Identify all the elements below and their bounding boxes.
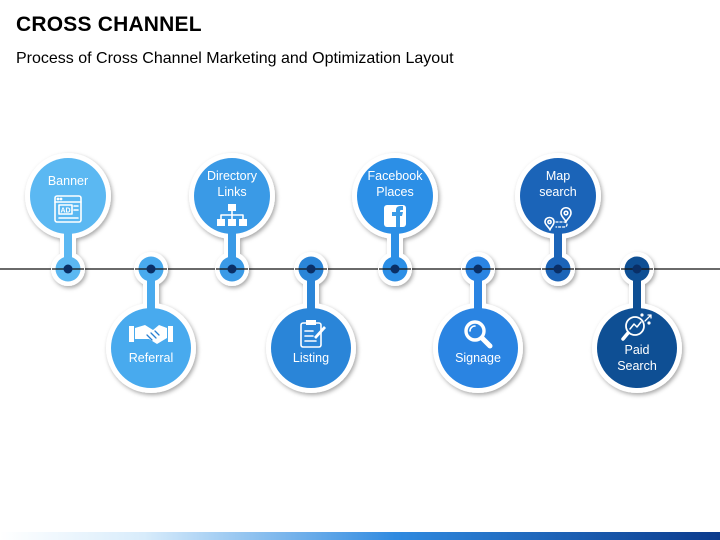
timeline-node — [63, 264, 73, 274]
timeline-node — [390, 264, 400, 274]
timeline-node — [227, 264, 237, 274]
bottom-accent-bar — [0, 532, 720, 540]
step-label: Listing — [293, 351, 329, 365]
analytics-search-icon — [621, 313, 652, 341]
step-signage: Signage — [433, 252, 523, 393]
timeline-node — [146, 264, 156, 274]
step-label: Referral — [129, 351, 173, 365]
ad-banner-icon: AD — [54, 195, 82, 223]
svg-text:AD: AD — [60, 208, 70, 215]
step-label: Signage — [455, 351, 501, 365]
timeline-node — [553, 264, 563, 274]
step-listing: Listing — [266, 252, 356, 393]
page-title: CROSS CHANNEL — [16, 13, 202, 36]
magnifier-icon — [464, 320, 493, 349]
handshake-icon — [129, 325, 173, 344]
facebook-icon — [384, 205, 406, 227]
timeline-node — [632, 264, 642, 274]
timeline-node — [306, 264, 316, 274]
sitemap-icon — [217, 204, 247, 226]
step-label: Banner — [48, 174, 88, 188]
step-referral: Referral — [106, 252, 196, 393]
page-subtitle: Process of Cross Channel Marketing and O… — [16, 50, 454, 67]
clipboard-icon — [300, 320, 326, 348]
map-route-icon — [544, 206, 572, 231]
timeline-node — [473, 264, 483, 274]
